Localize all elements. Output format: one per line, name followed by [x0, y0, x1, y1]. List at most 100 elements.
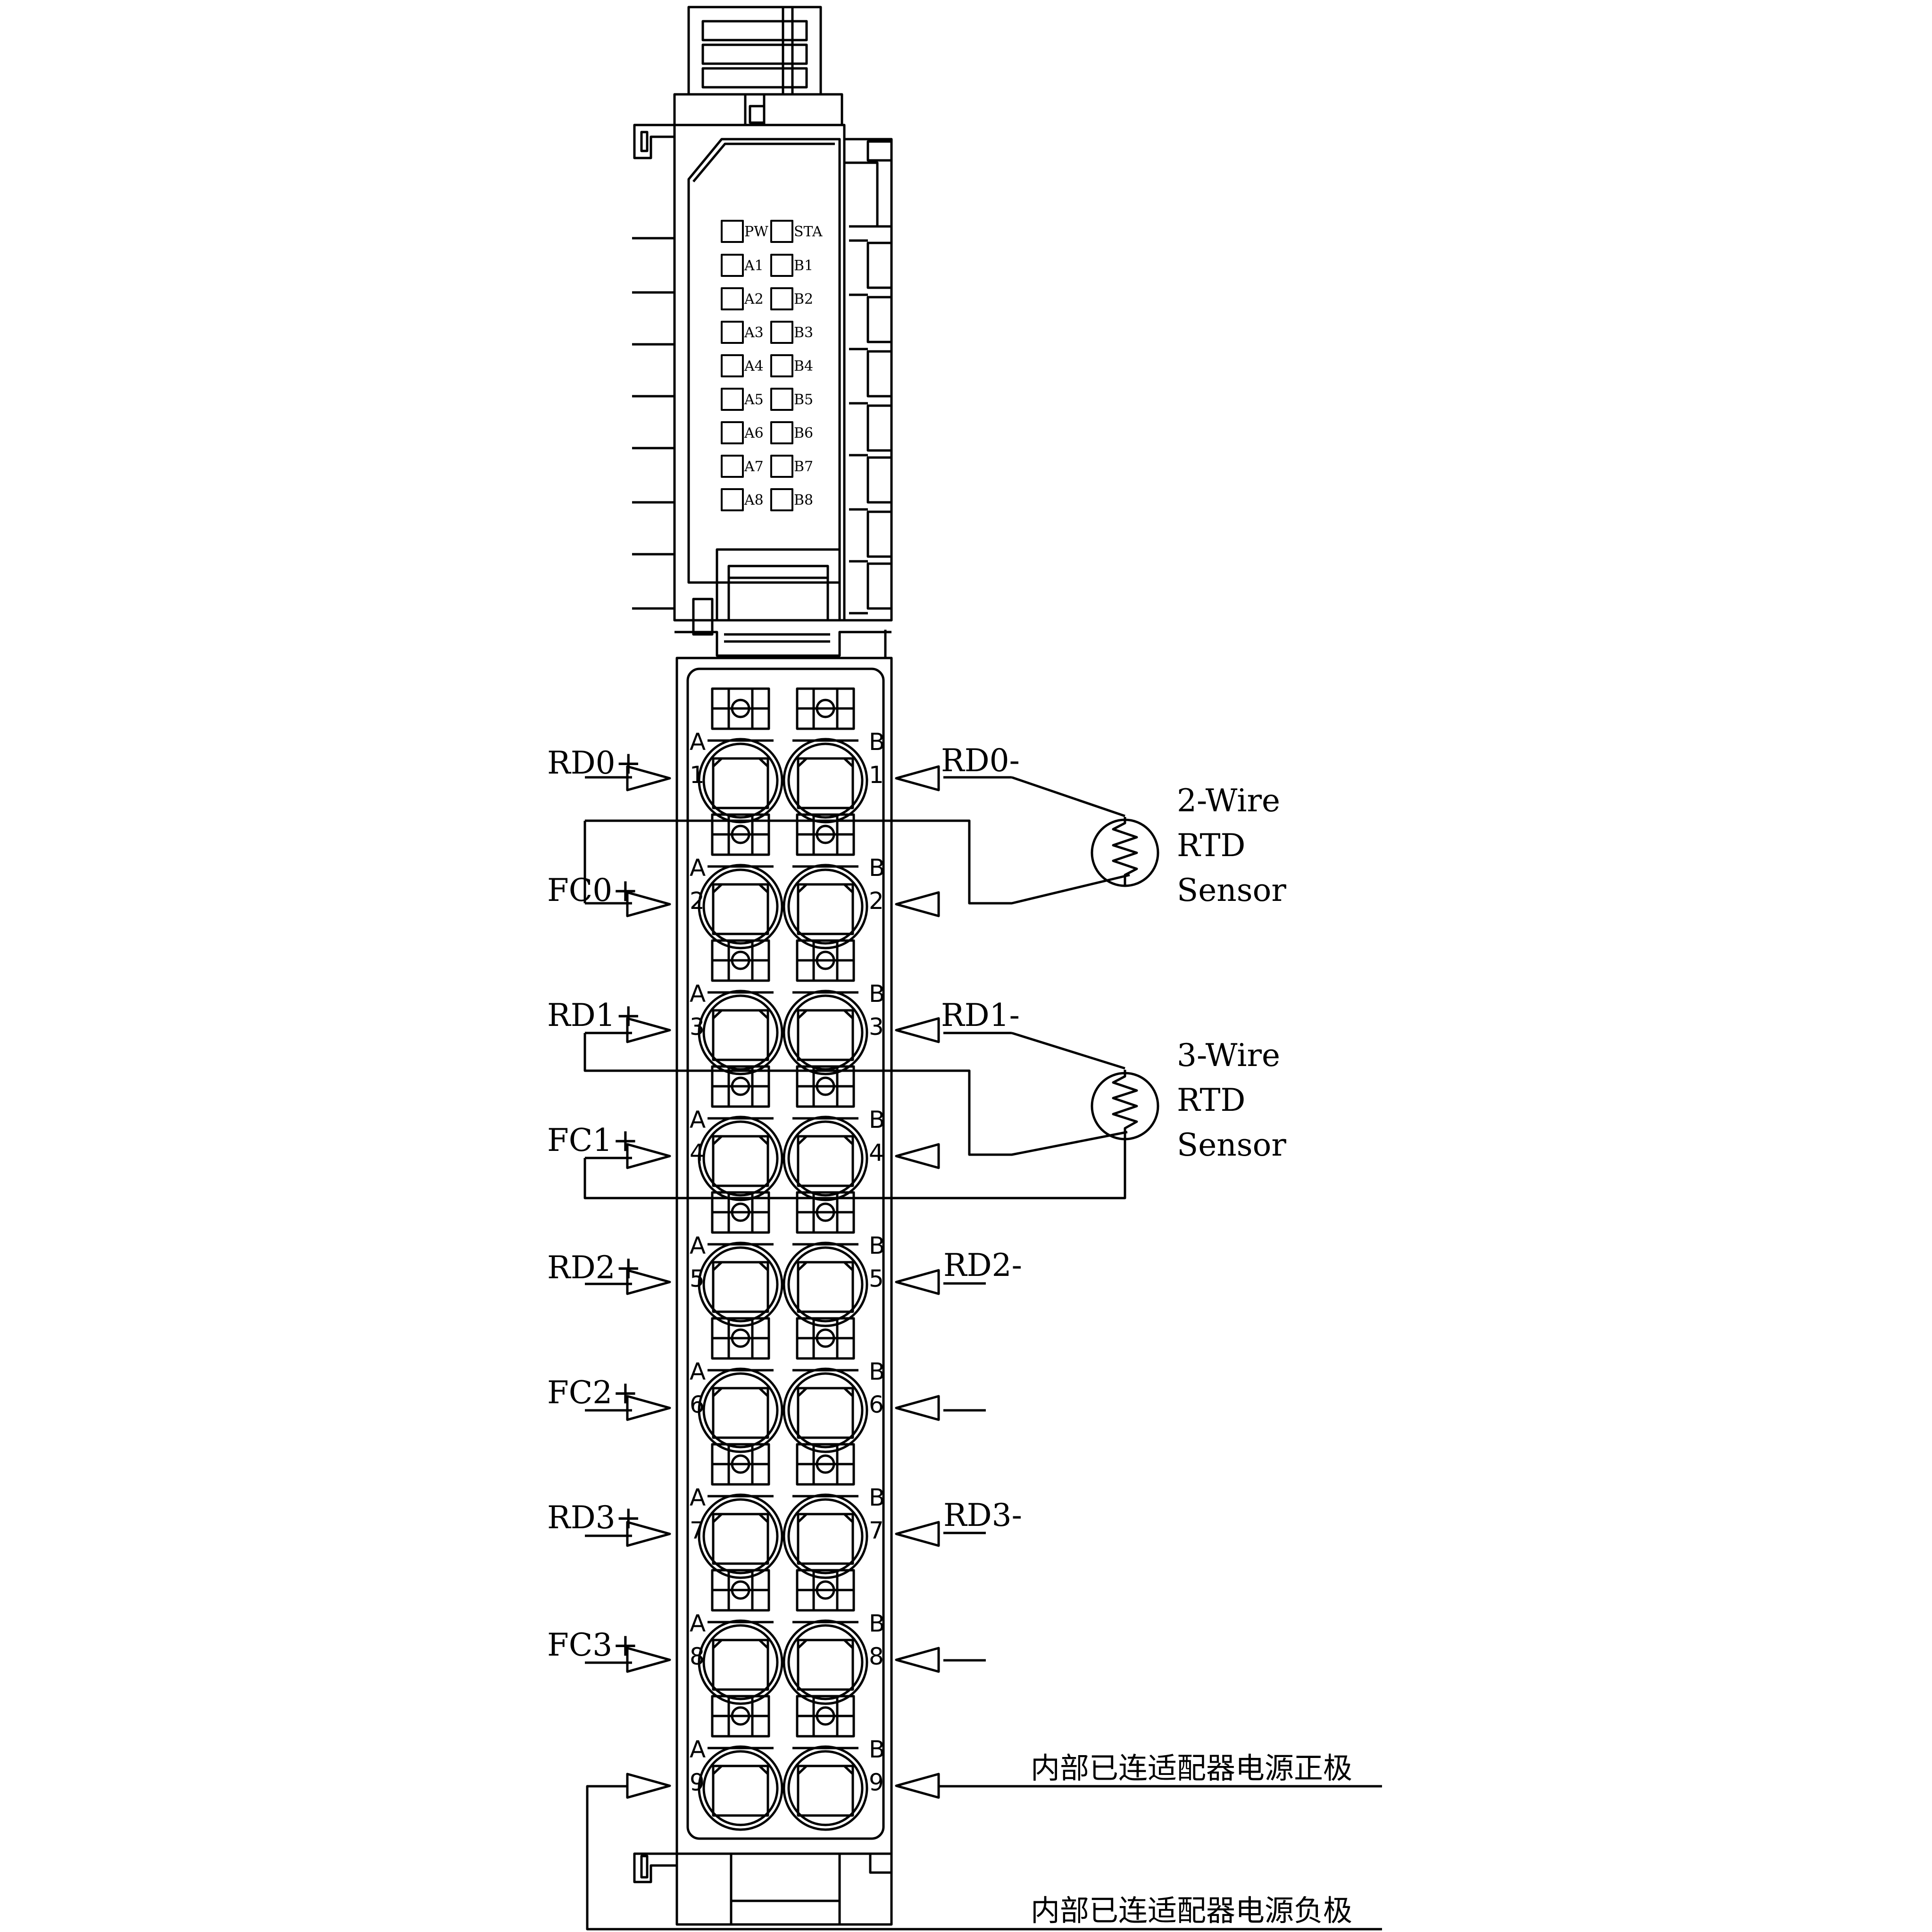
terminal-column-letter: A [690, 1232, 706, 1259]
led-label: B5 [794, 391, 813, 408]
negative-power-wire [586, 1785, 1382, 1931]
input-arrow-right [895, 1269, 940, 1295]
terminal-column-letter: B [869, 980, 885, 1008]
label-rd0-minus: RD0- [941, 742, 1020, 779]
terminal-column-letter: B [869, 1106, 885, 1133]
input-arrow-left [626, 765, 671, 791]
input-arrow-left [626, 1647, 671, 1673]
terminal-row-number: 1 [690, 761, 705, 789]
sensor-3wire-line2: RTD [1177, 1082, 1245, 1118]
led-b3 [770, 321, 793, 344]
terminal-clamp [698, 813, 783, 949]
input-arrow-right [895, 1647, 940, 1673]
terminal-column-letter: A [690, 728, 706, 756]
led-b6 [770, 421, 793, 444]
terminal-column-letter: A [690, 1358, 706, 1385]
terminal-row-number: 5 [690, 1265, 705, 1292]
terminal-column-letter: A [690, 980, 706, 1008]
label-fc0-plus: FC0+ [547, 872, 639, 908]
input-arrow-right [895, 1773, 940, 1799]
terminal-row-number: 6 [869, 1391, 884, 1418]
led-a5 [721, 388, 744, 411]
led-label: A4 [744, 358, 764, 375]
led-b4 [770, 354, 793, 377]
led-a3 [721, 321, 744, 344]
terminal-row-number: 6 [690, 1391, 705, 1418]
led-a7 [721, 455, 744, 478]
terminal-column-letter: B [869, 1358, 885, 1385]
terminal-clamp [783, 1443, 868, 1579]
led-panel [721, 220, 793, 511]
led-b2 [770, 287, 793, 310]
led-a4 [721, 354, 744, 377]
terminal-clamp [698, 1443, 783, 1579]
led-label: B1 [794, 258, 813, 274]
terminal-row-number: 9 [690, 1769, 705, 1796]
led-a6 [721, 421, 744, 444]
terminal-column-letter: A [690, 1106, 706, 1133]
terminal-clamp [783, 1191, 868, 1327]
led-label: A6 [744, 425, 764, 441]
sensor-2wire-line1: 2-Wire [1177, 783, 1280, 819]
terminal-clamp [698, 1317, 783, 1453]
label-rd1-minus: RD1- [941, 997, 1020, 1033]
display-window [687, 138, 841, 584]
terminal-row-number: 2 [690, 887, 705, 915]
terminal-column-letter: A [690, 1736, 706, 1763]
label-fc2-plus: FC2+ [547, 1374, 639, 1411]
led-label: PW [744, 224, 768, 240]
sensor-2wire-line3: Sensor [1177, 872, 1286, 908]
terminal-column-letter: A [690, 1610, 706, 1637]
label-rd3-minus: RD3- [943, 1497, 1022, 1533]
led-label: B3 [794, 325, 813, 341]
led-a8 [721, 488, 744, 511]
input-arrow-left [626, 1269, 671, 1295]
terminal-column-letter: A [690, 1484, 706, 1511]
terminal-column-letter: B [869, 728, 885, 756]
terminal-row-number: 9 [869, 1769, 884, 1796]
terminal-row-number: 4 [869, 1139, 884, 1166]
input-arrow-left [626, 1017, 671, 1043]
terminal-clamp [783, 939, 868, 1075]
power-notes: 内部已连适配器电源正极 内部已连适配器电源负极 [1031, 1751, 1352, 1928]
terminal-row-number: 1 [869, 761, 884, 789]
led-a2 [721, 287, 744, 310]
power-negative-note: 内部已连适配器电源负极 [1031, 1893, 1352, 1928]
upper-housing [632, 124, 893, 657]
input-arrow-right [895, 1143, 940, 1169]
rtd-sensor-2wire [1091, 817, 1159, 887]
terminal-row-number: 8 [690, 1643, 705, 1670]
terminal-column-letter: B [869, 1232, 885, 1259]
terminal-clamp [698, 1569, 783, 1705]
input-arrow-right [895, 765, 940, 791]
input-arrow-left [626, 1395, 671, 1421]
wiring [583, 776, 1382, 1931]
led-label: A7 [744, 458, 764, 475]
terminal-clamp [698, 1191, 783, 1327]
input-arrow-left [626, 1143, 671, 1169]
terminal-clamp [783, 1695, 868, 1831]
power-positive-note: 内部已连适配器电源正极 [1031, 1751, 1352, 1785]
led-label: B7 [794, 458, 813, 475]
input-arrow-right [895, 1521, 940, 1547]
input-arrow-left [626, 891, 671, 917]
led-sta [770, 220, 793, 243]
terminal-row-number: 3 [690, 1013, 705, 1041]
led-label: B6 [794, 425, 813, 441]
label-rd2-plus: RD2+ [547, 1249, 641, 1286]
terminal-clamp [783, 1569, 868, 1705]
terminal-block [633, 630, 893, 1926]
label-fc1-plus: FC1+ [547, 1122, 639, 1158]
front-slide-lock [675, 548, 891, 657]
top-latch [673, 6, 843, 126]
terminal-row-number: 8 [869, 1643, 884, 1670]
led-label: A3 [744, 325, 764, 341]
terminal-clamp [698, 1695, 783, 1831]
led-label: A8 [744, 492, 764, 508]
sensor-2wire-line2: RTD [1177, 827, 1245, 864]
label-rd0-plus: RD0+ [547, 745, 641, 781]
terminal-clamp [783, 1065, 868, 1201]
input-arrow-right [895, 891, 940, 917]
terminal-clamp [698, 687, 783, 824]
